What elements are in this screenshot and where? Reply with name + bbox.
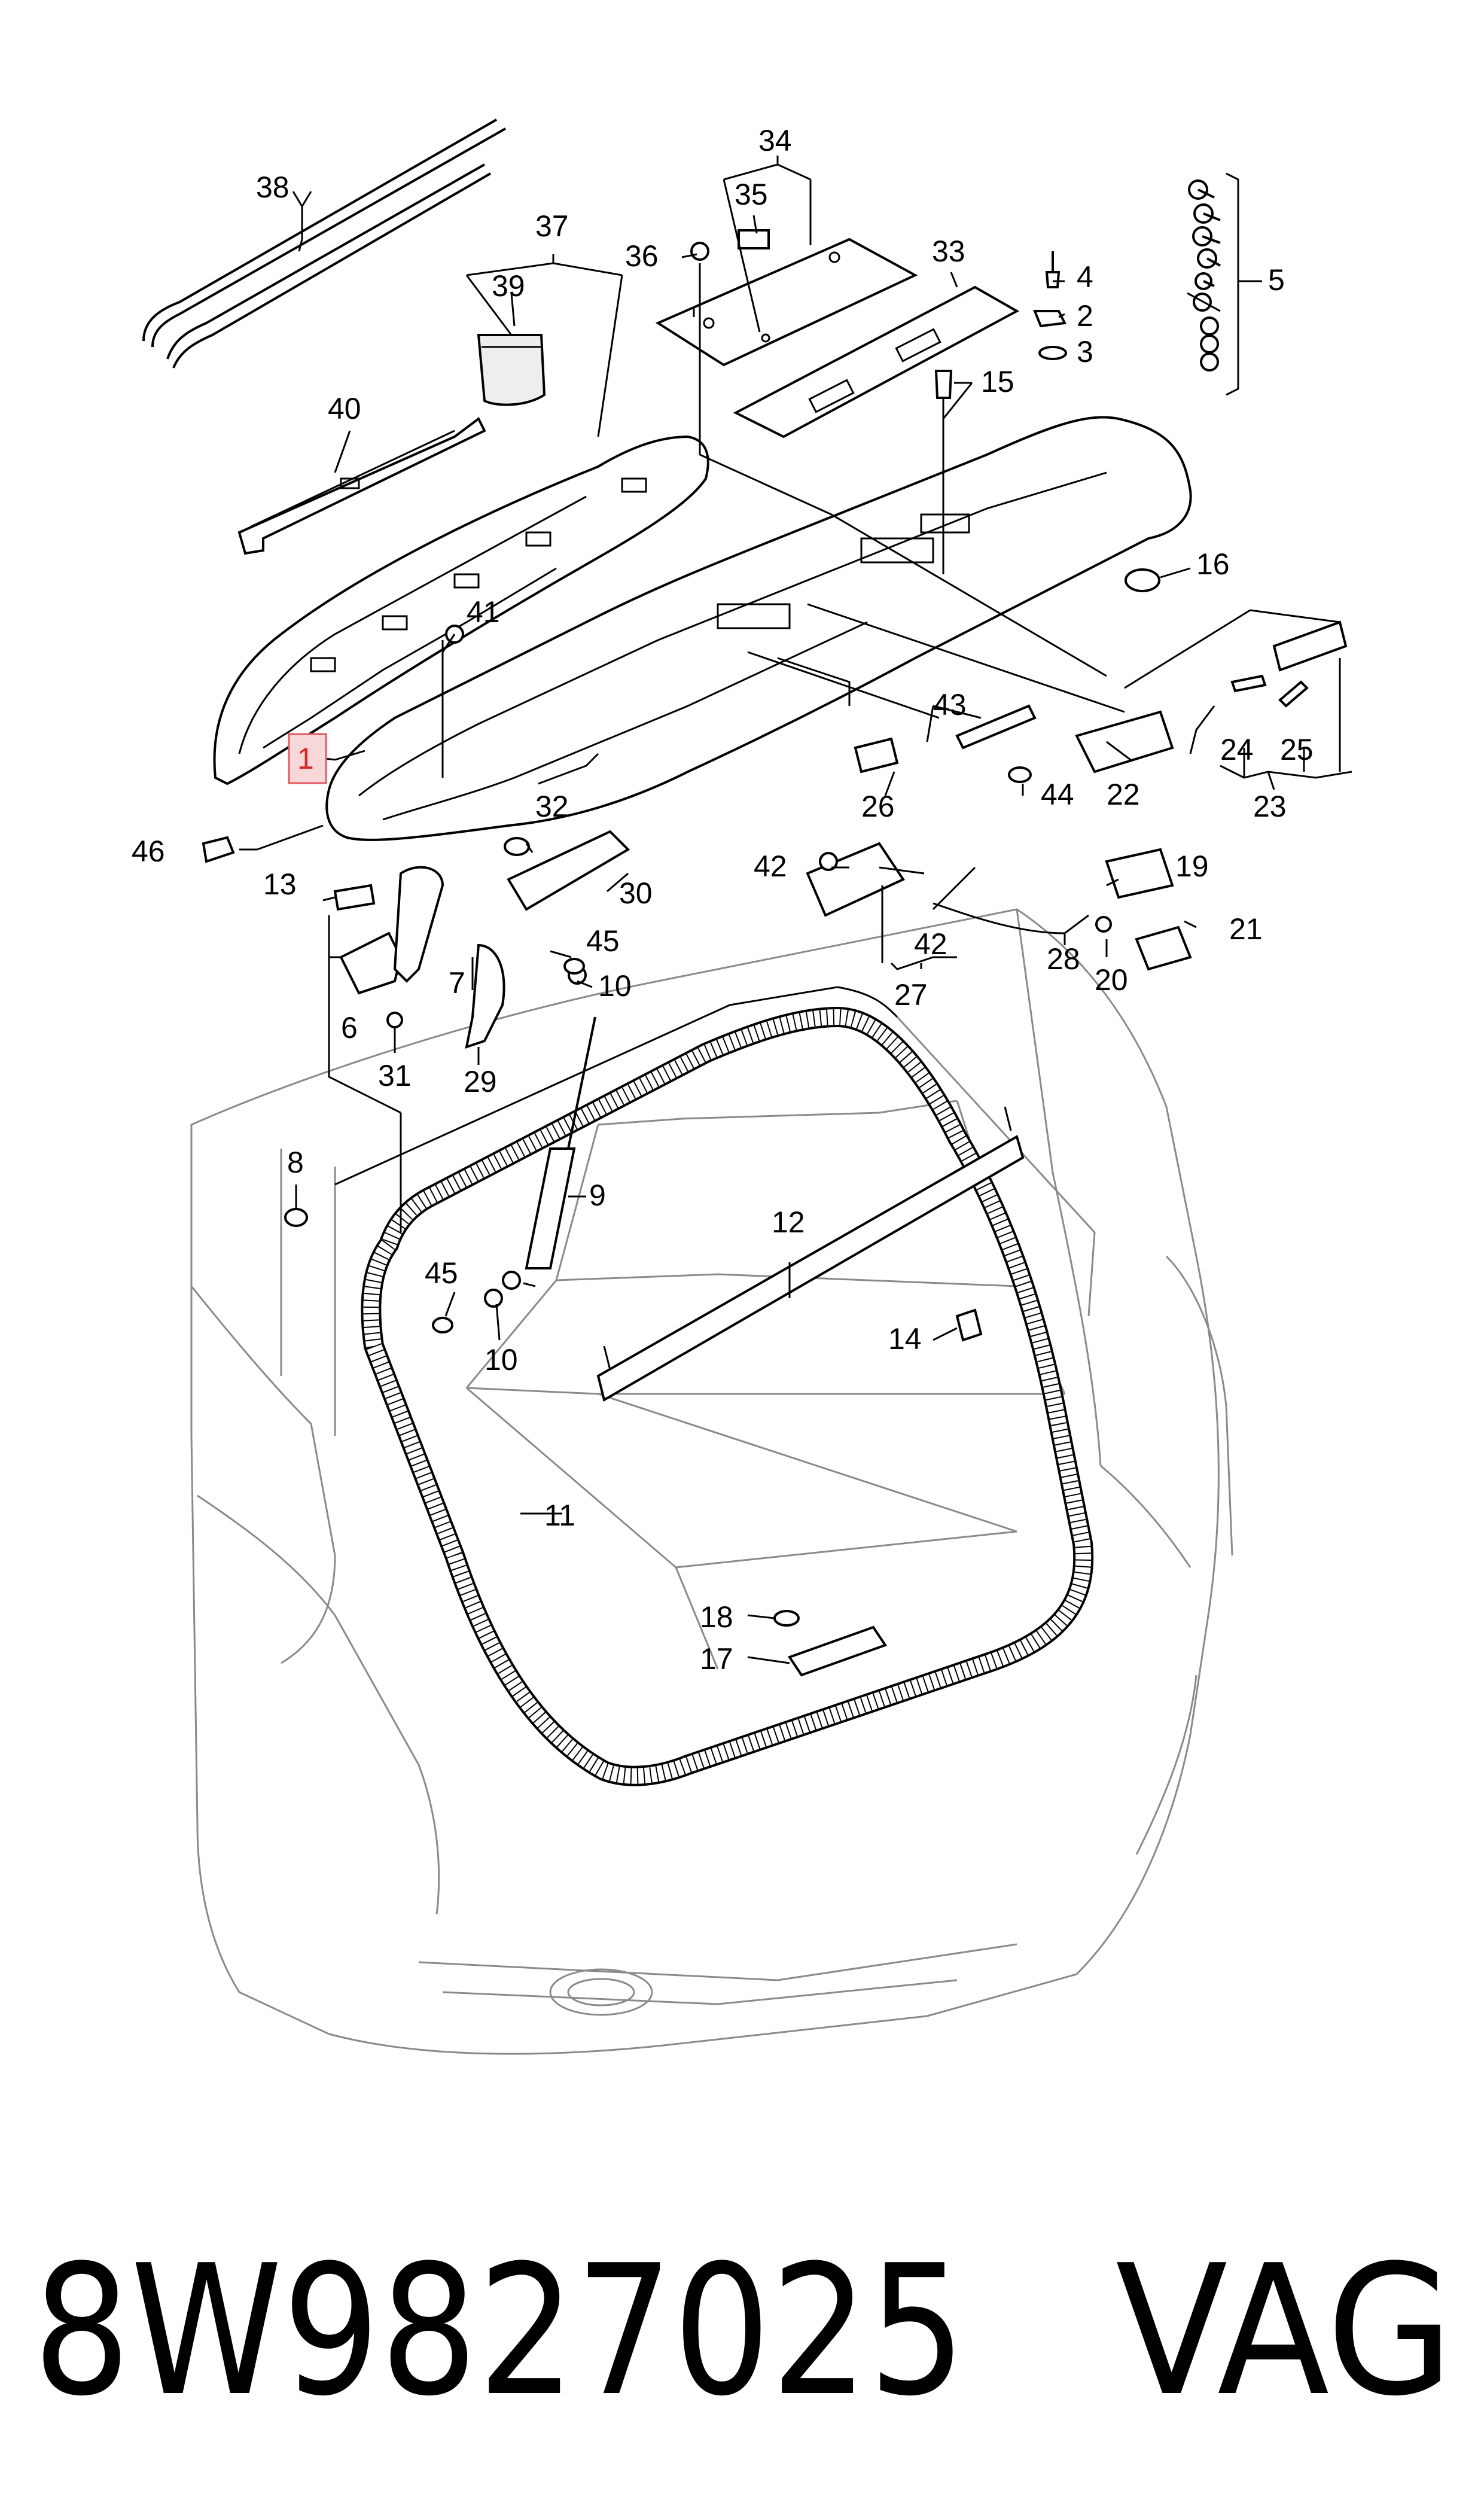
callout-35: 35 (735, 178, 768, 211)
callout-46: 46 (132, 835, 165, 868)
callout-4: 4 (1077, 260, 1093, 294)
callout-36: 36 (625, 239, 659, 273)
parts-22-24-25-26-43-44 (854, 620, 1348, 783)
callout-2: 2 (1077, 299, 1093, 333)
callout-42a: 42 (754, 850, 787, 883)
callout-1: 1 (297, 742, 314, 775)
lock-assembly (806, 842, 1192, 971)
trim-strips-38 (142, 118, 506, 369)
spoiler-trim-40 (237, 416, 486, 555)
callout-26: 26 (861, 790, 895, 823)
callout-15: 15 (981, 365, 1014, 398)
callout-labels: 38 37 39 40 34 35 36 33 4 2 3 5 15 16 41… (132, 124, 1314, 1676)
callout-3: 3 (1077, 335, 1093, 369)
callout-39: 39 (492, 269, 525, 303)
brand-name: VAG (1116, 2227, 1453, 2435)
striker-17-18 (773, 1610, 888, 1677)
callout-40: 40 (328, 392, 361, 425)
callout-5: 5 (1268, 263, 1285, 297)
callout-12: 12 (772, 1205, 805, 1239)
tailgate-inner-trim-37 (213, 435, 709, 785)
plate-strip-33 (733, 285, 1020, 439)
callout-11: 11 (544, 1499, 575, 1532)
hinge-and-actuator (202, 830, 630, 1049)
footer: 8W9827025 VAG (33, 2227, 1453, 2435)
callout-9: 9 (589, 1179, 606, 1212)
callout-45b: 45 (425, 1256, 458, 1290)
callout-28: 28 (1047, 942, 1080, 976)
callout-13: 13 (263, 867, 297, 901)
callout-37: 37 (535, 209, 569, 243)
callout-30: 30 (619, 876, 653, 910)
callout-23: 23 (1253, 790, 1287, 823)
part-15 (934, 370, 953, 574)
callout-42b: 42 (914, 927, 947, 961)
callout-6: 6 (341, 1011, 358, 1045)
callout-21: 21 (1229, 912, 1263, 946)
callout-24: 24 (1220, 733, 1254, 766)
callout-31: 31 (378, 1059, 412, 1092)
part-16 (1125, 568, 1160, 592)
callout-8: 8 (287, 1146, 304, 1179)
callout-43: 43 (933, 688, 967, 721)
callout-25: 25 (1280, 733, 1314, 766)
screw-set-5 (1187, 172, 1262, 396)
callout-20: 20 (1095, 963, 1128, 997)
callout-18: 18 (700, 1600, 733, 1634)
callout-32: 32 (535, 790, 569, 823)
callout-19: 19 (1175, 850, 1209, 883)
callout-29: 29 (464, 1065, 497, 1098)
callout-10a: 10 (598, 969, 632, 1003)
small-fasteners (284, 229, 1112, 1342)
plate-base-34 (655, 238, 918, 367)
tailgate-panel-1 (325, 416, 1192, 841)
bag-39 (477, 334, 546, 406)
callout-22: 22 (1107, 778, 1140, 811)
callout-17: 17 (700, 1642, 733, 1676)
callout-34: 34 (758, 124, 792, 157)
parts-2-3-4 (1033, 251, 1067, 360)
callout-10b: 10 (484, 1343, 518, 1377)
callout-16: 16 (1196, 547, 1230, 581)
door-seal-11 (361, 1006, 1094, 1786)
callout-45a: 45 (586, 924, 620, 958)
callout-44: 44 (1041, 778, 1074, 811)
part-number: 8W9827025 (33, 2227, 966, 2435)
callout-38: 38 (256, 170, 290, 204)
car-body-outline (190, 908, 1233, 2055)
leader-lines (239, 156, 1352, 1664)
callout-27: 27 (894, 978, 928, 1012)
callout-33: 33 (932, 235, 965, 268)
callout-14: 14 (888, 1322, 922, 1356)
callout-7: 7 (449, 966, 465, 1000)
callout-41: 41 (467, 595, 500, 629)
strip-12 (596, 1106, 1025, 1402)
highlight-box-1 (288, 733, 327, 784)
